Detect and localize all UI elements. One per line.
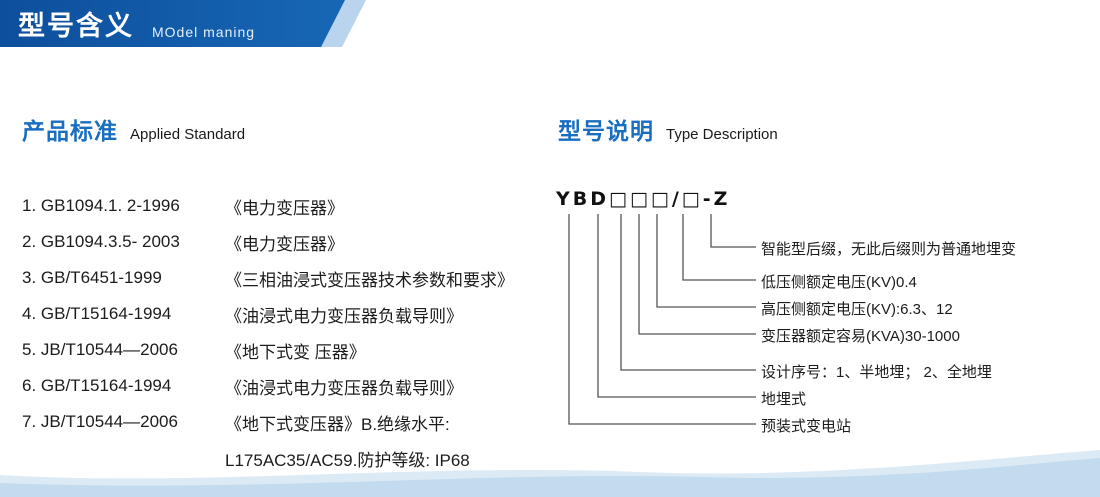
standard-code: 7. JB/T10544—2006 [22, 412, 178, 431]
standard-desc: 《电力变压器》 [225, 234, 344, 254]
standard-code: 2. GB1094.3.5- 2003 [22, 232, 180, 251]
page-title: 型号含义 [18, 11, 134, 41]
page-subtitle: MOdel maning [152, 24, 256, 40]
standard-desc: 《油浸式电力变压器负载导则》 [225, 306, 463, 326]
applied-standard-heading-cn: 产品标准 [22, 118, 118, 144]
standard-desc: 《电力变压器》 [225, 198, 344, 218]
standard-code: 4. GB/T15164-1994 [22, 304, 172, 323]
connector-lines [568, 214, 756, 425]
model-label-buried-type: 地埋式 [761, 391, 807, 408]
standard-code: 5. JB/T10544—2006 [22, 340, 178, 359]
standard-item: 4. GB/T15164-1994 《油浸式电力变压器负载导则》 [22, 296, 552, 332]
standard-code: 3. GB/T6451-1999 [22, 268, 162, 287]
standard-code: 1. GB1094.1. 2-1996 [22, 196, 180, 215]
model-code: YBD□□□/□-Z [556, 188, 731, 210]
bottom-wave-decoration [0, 450, 1100, 497]
header-banner: 型号含义 MOdel maning [0, 0, 345, 47]
standard-desc: 《地下式变 压器》 [225, 342, 366, 362]
model-label-capacity: 变压器额定容易(KVA)30-1000 [761, 328, 960, 345]
type-description-heading: 型号说明 Type Description [558, 112, 778, 146]
standard-item: 7. JB/T10544—2006 《地下式变压器》B.绝缘水平: [22, 404, 552, 440]
type-description-heading-en: Type Description [666, 126, 778, 143]
model-label-prefab: 预装式变电站 [761, 418, 852, 435]
standard-item: 3. GB/T6451-1999 《三相油浸式变压器技术参数和要求》 [22, 260, 552, 296]
applied-standard-heading-en: Applied Standard [130, 126, 246, 143]
standard-desc: 《三相油浸式变压器技术参数和要求》 [225, 270, 514, 290]
standard-desc: 《油浸式电力变压器负载导则》 [225, 378, 463, 398]
standards-list: 1. GB1094.1. 2-1996 《电力变压器》 2. GB1094.3.… [22, 188, 552, 471]
applied-standard-heading: 产品标准 Applied Standard [22, 112, 245, 146]
type-description-heading-cn: 型号说明 [558, 118, 654, 144]
model-label-design-serial: 设计序号：1、半地埋； 2、全地埋 [761, 364, 992, 381]
standard-item: 1. GB1094.1. 2-1996 《电力变压器》 [22, 188, 552, 224]
model-diagram: YBD□□□/□-Z 智能型后缀，无此后缀则为普通地埋变 低压侧额定电压(KV)… [556, 188, 1100, 453]
model-label-hv-voltage: 高压侧额定电压(KV):6.3、12 [761, 301, 953, 318]
standard-continuation: L175AC35/AC59.防护等级: IP68 [225, 451, 470, 470]
model-label-suffix: 智能型后缀，无此后缀则为普通地埋变 [761, 241, 1017, 258]
standard-item: 2. GB1094.3.5- 2003 《电力变压器》 [22, 224, 552, 260]
model-label-lv-voltage: 低压侧额定电压(KV)0.4 [761, 274, 917, 291]
standard-code: 6. GB/T15164-1994 [22, 376, 172, 395]
standard-item: 6. GB/T15164-1994 《油浸式电力变压器负载导则》 [22, 368, 552, 404]
standard-desc: 《地下式变压器》B.绝缘水平: [225, 414, 450, 434]
standard-item: 5. JB/T10544—2006 《地下式变 压器》 [22, 332, 552, 368]
